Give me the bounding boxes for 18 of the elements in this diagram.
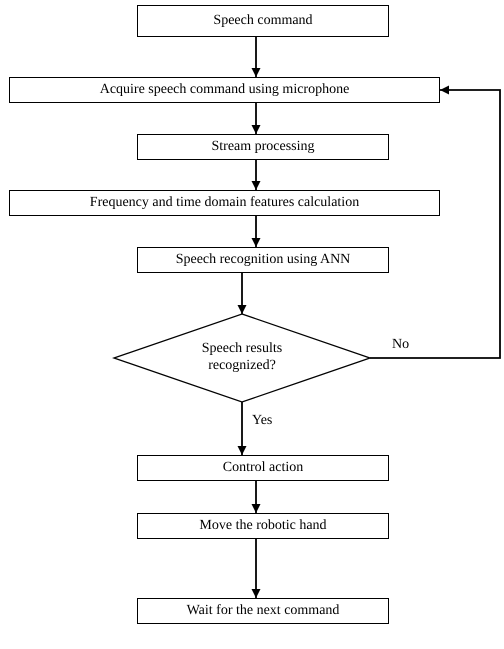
process-box: Speech recognition using ANN bbox=[137, 247, 389, 273]
process-box: Move the robotic hand bbox=[137, 513, 389, 539]
process-box: Acquire speech command using microphone bbox=[9, 77, 440, 103]
process-box: Wait for the next command bbox=[137, 598, 389, 624]
process-box: Speech command bbox=[137, 5, 389, 37]
arrow bbox=[252, 37, 260, 77]
arrow bbox=[252, 160, 260, 190]
decision-text: Speech results recognized? bbox=[200, 341, 284, 375]
process-box: Frequency and time domain features calculation bbox=[9, 190, 440, 216]
process-box: Control action bbox=[137, 455, 389, 481]
arrow bbox=[252, 216, 260, 247]
arrow bbox=[252, 103, 260, 134]
arrow bbox=[252, 481, 260, 513]
arrow bbox=[238, 273, 246, 314]
arrow bbox=[370, 86, 501, 359]
arrow bbox=[252, 539, 260, 598]
process-box: Stream processing bbox=[137, 134, 389, 160]
arrow bbox=[238, 402, 246, 455]
